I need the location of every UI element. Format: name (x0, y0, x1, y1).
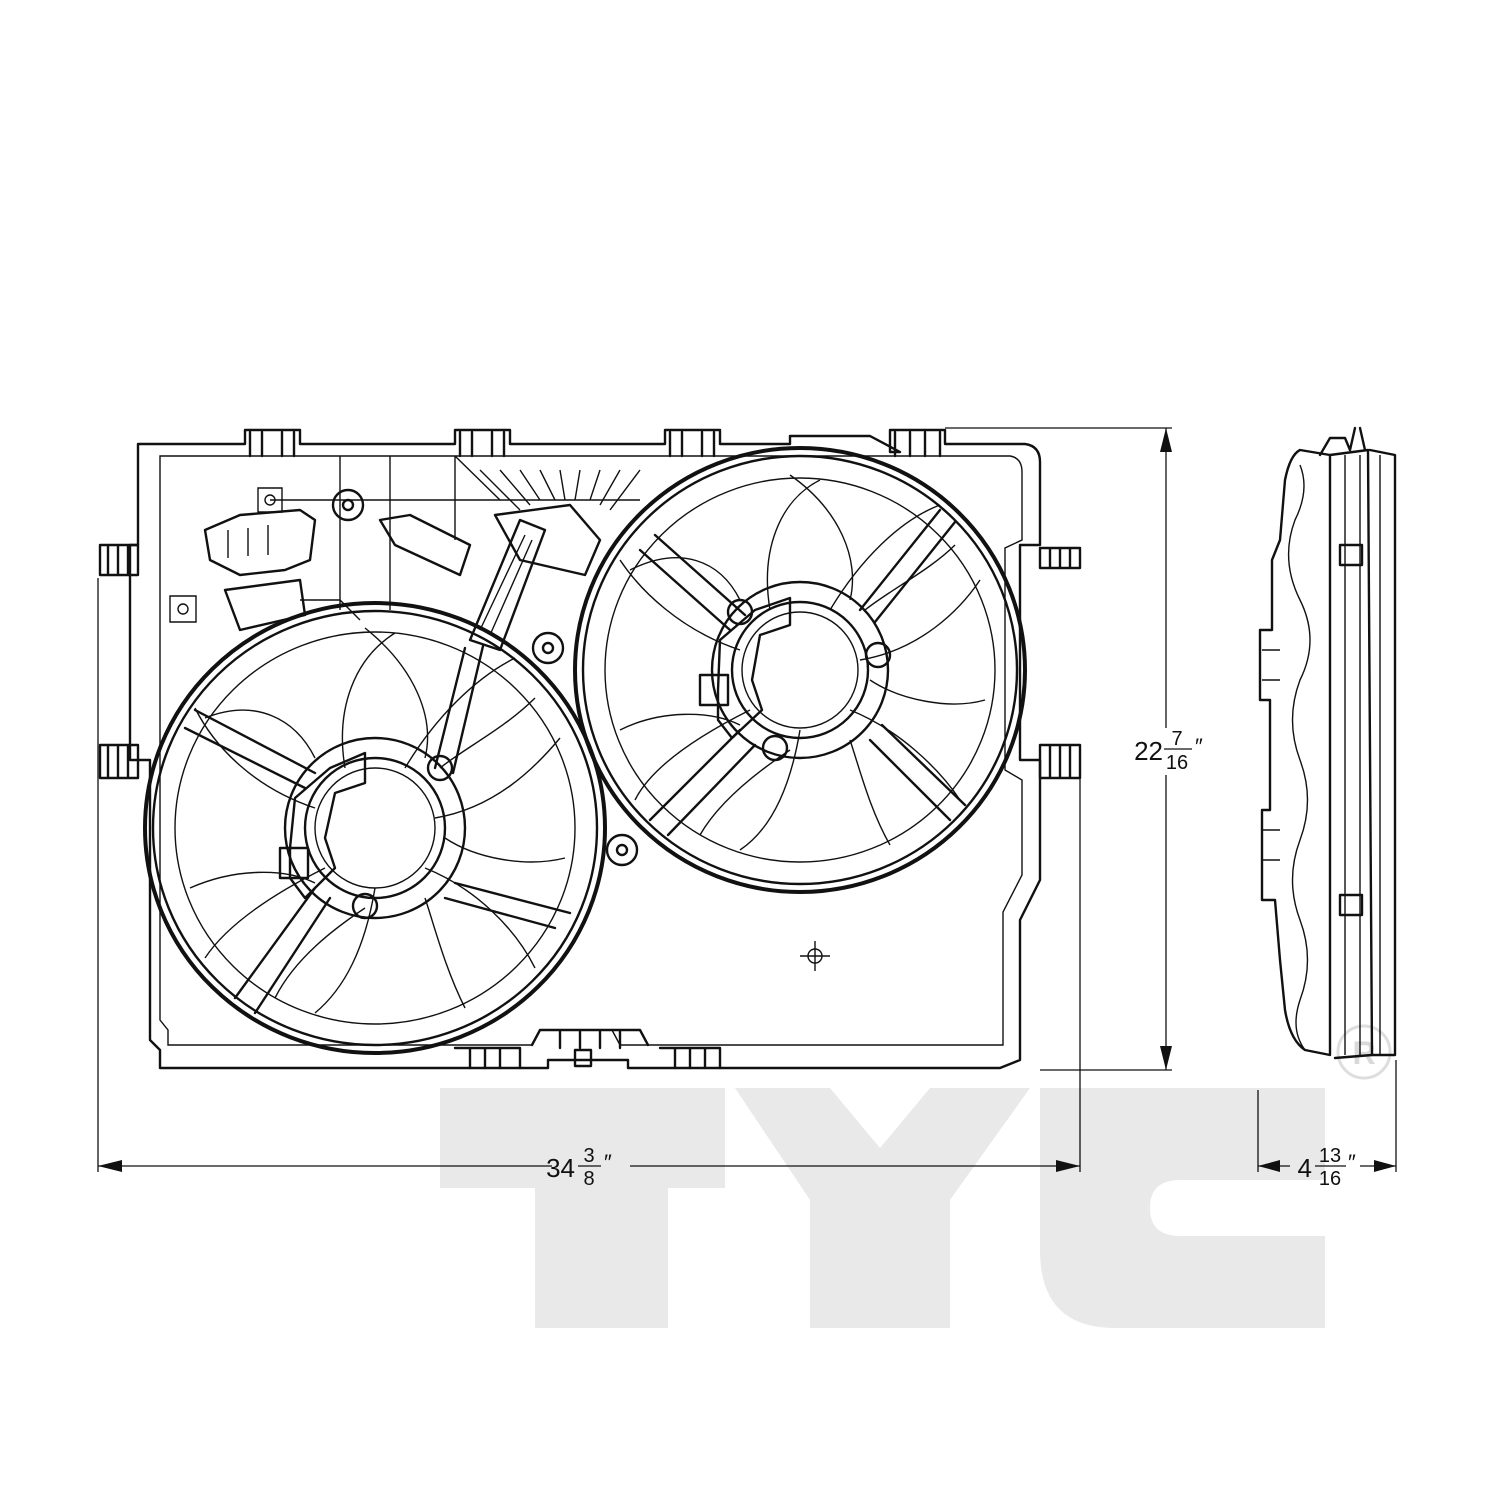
width-denominator: 8 (583, 1168, 594, 1190)
height-denominator: 16 (1166, 752, 1188, 774)
fan-shroud (98, 428, 1082, 1070)
depth-whole: 4 (1298, 1153, 1312, 1183)
registered-mark-ring (1336, 1024, 1392, 1080)
left-fan-motor-hub (278, 736, 467, 920)
right-fan (573, 446, 1027, 894)
width-dimension: 34 3 8 ″ (97, 578, 1081, 1190)
height-numerator: 7 (1171, 728, 1182, 750)
width-unit: ″ (604, 1150, 612, 1175)
registered-mark: R (1352, 1035, 1375, 1071)
depth-unit: ″ (1348, 1150, 1356, 1175)
height-unit: ″ (1195, 734, 1203, 759)
right-fan-motor-hub (698, 580, 892, 762)
width-numerator: 3 (583, 1145, 594, 1167)
electrical-connectors (203, 503, 602, 652)
depth-denominator: 16 (1319, 1168, 1341, 1190)
side-view (1258, 426, 1397, 1060)
height-dimension: 22 7 16 ″ (945, 427, 1203, 1071)
right-fan-blades (619, 474, 986, 851)
left-fan (143, 601, 607, 1055)
depth-dimension: 4 13 16 ″ (1257, 1060, 1397, 1190)
width-whole: 34 (546, 1153, 575, 1183)
left-fan-blades (189, 627, 566, 1014)
height-whole: 22 (1134, 736, 1163, 766)
center-mark (800, 941, 830, 971)
depth-numerator: 13 (1319, 1145, 1341, 1167)
tyc-watermark-logo: R (440, 1024, 1392, 1328)
